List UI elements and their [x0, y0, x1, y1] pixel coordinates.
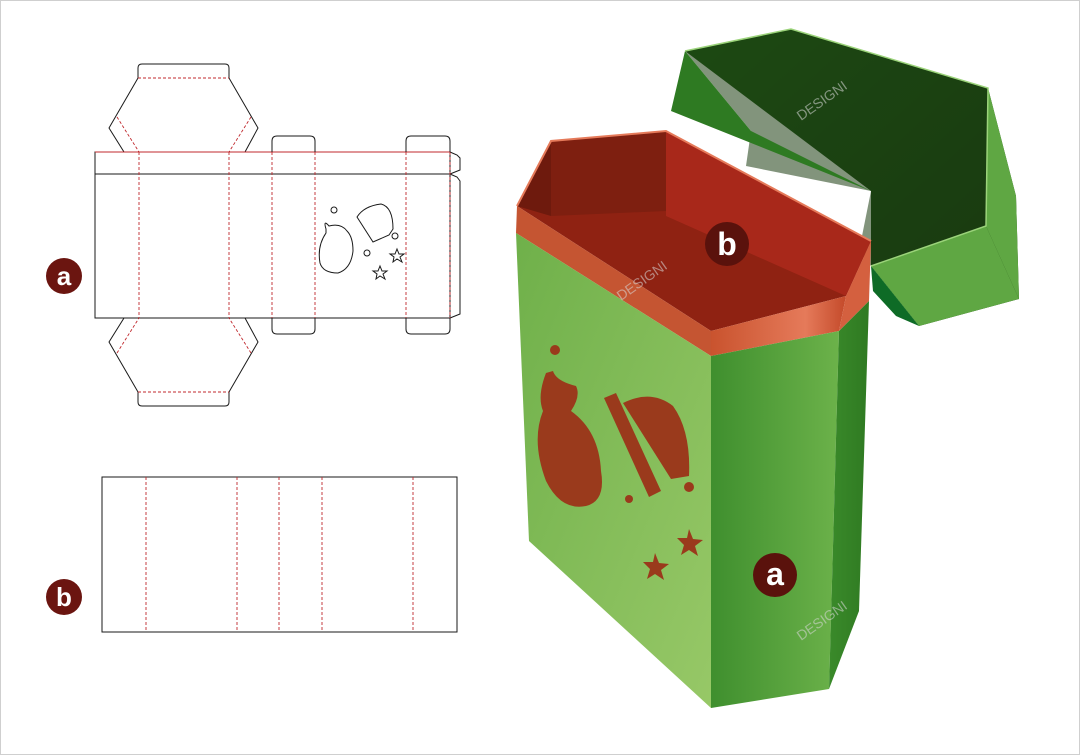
glue-tab [449, 151, 461, 319]
label-b-dieline: b [46, 579, 82, 615]
body-panel [94, 151, 451, 319]
side-tab [405, 135, 451, 335]
svg-text:b: b [717, 226, 737, 262]
fold-line [228, 317, 252, 354]
front-face [516, 233, 711, 708]
box-body-3d [516, 129, 872, 708]
fold-line [116, 317, 140, 354]
fold-line [228, 116, 252, 153]
dieline-inner-sleeve [101, 476, 458, 633]
bottom-hexagon-flap [108, 317, 259, 407]
svg-text:b: b [56, 582, 72, 612]
label-b-box: b [705, 222, 749, 266]
fold-line [116, 116, 140, 153]
fold-lines-vertical [95, 151, 451, 318]
top-hexagon-flap [108, 63, 259, 153]
label-a-dieline: a [46, 258, 82, 294]
side-tab [271, 135, 316, 335]
svg-text:a: a [766, 556, 784, 592]
fold-lines-vertical [145, 477, 414, 632]
sleeve-panel [101, 476, 458, 633]
dieline-box-body [94, 63, 461, 407]
santa-cutout [537, 345, 703, 580]
box-lid-3d [671, 28, 1019, 326]
santa-cutout-outline [318, 203, 406, 281]
svg-text:a: a [57, 261, 72, 291]
label-a-box: a [753, 553, 797, 597]
